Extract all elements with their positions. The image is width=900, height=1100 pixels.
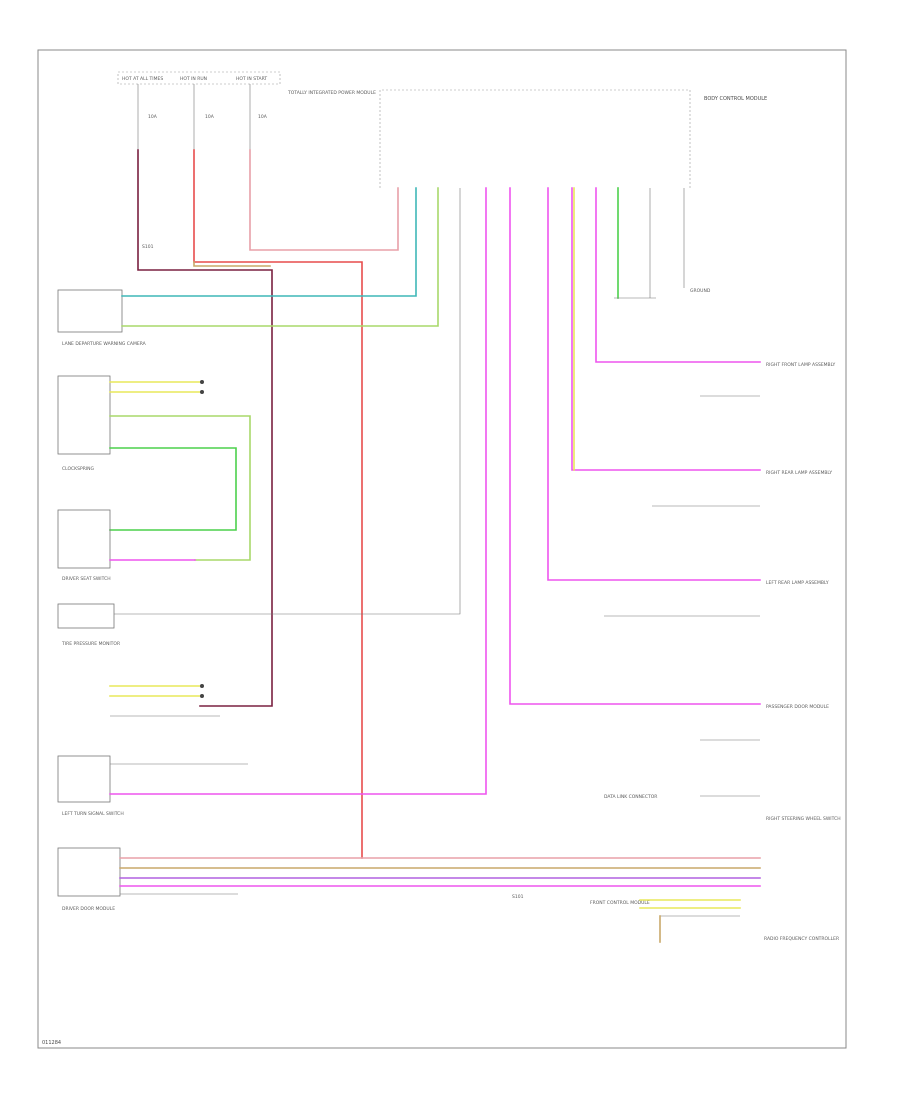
wire-magenta-lr (547, 187, 761, 581)
passenger-door-label: PASSENGER DOOR MODULE (766, 704, 829, 710)
diagram-frame (37, 49, 847, 1049)
wire-gray-tpm (114, 188, 461, 615)
left-turn-component: LEFT TURN SIGNAL SWITCH (57, 755, 124, 817)
left-rear-lamp-label: LEFT REAR LAMP ASSEMBLY (766, 580, 829, 586)
data-link-label: DATA LINK CONNECTOR (604, 794, 657, 800)
fuse-1-amp: 10A (148, 114, 158, 120)
wire-lgreen-can (121, 187, 439, 327)
seat-switch-box (57, 509, 111, 569)
lane-camera-box (57, 289, 123, 333)
connector-dot (200, 380, 204, 384)
seat-switch-label: DRIVER SEAT SWITCH (62, 576, 111, 582)
wire-magenta-rf (595, 187, 761, 363)
fuse-2-label: HOT IN RUN (180, 76, 207, 82)
fuse-2-amp: 10A (205, 114, 215, 120)
clockspring-label: CLOCKSPRING (62, 466, 95, 472)
connector-dot (200, 684, 204, 688)
left-turn-box (57, 755, 111, 803)
bcm-outline (379, 89, 691, 188)
wire-green-2 (109, 447, 237, 531)
radio-freq-label: RADIO FREQUENCY CONTROLLER (764, 936, 839, 942)
fuse-block: HOT AT ALL TIMES HOT IN RUN HOT IN START… (117, 71, 376, 150)
ground-label: GROUND (690, 288, 711, 294)
right-front-lamp-label: RIGHT FRONT LAMP ASSEMBLY (766, 362, 836, 368)
fuse-1-label: HOT AT ALL TIMES (122, 76, 163, 82)
fuse-box-outline (117, 71, 281, 85)
wire-magenta-rr (571, 187, 761, 471)
wire-green-1 (109, 415, 251, 561)
tipm-label: TOTALLY INTEGRATED POWER MODULE (287, 90, 376, 96)
driver-door-component: DRIVER DOOR MODULE (57, 847, 121, 912)
tire-pressure-box (57, 603, 115, 629)
wire-batt-dkred (137, 149, 273, 707)
clockspring-box (57, 375, 111, 455)
bcm-label: BODY CONTROL MODULE (704, 96, 767, 102)
driver-door-label: DRIVER DOOR MODULE (62, 906, 115, 912)
driver-seat-component: DRIVER SEAT SWITCH (57, 509, 111, 582)
lane-camera-label: LANE DEPARTURE WARNING CAMERA (62, 341, 147, 347)
fuse-3-label: HOT IN START (236, 76, 267, 82)
clockspring-component: CLOCKSPRING (57, 375, 111, 472)
lane-departure-component: LANE DEPARTURE WARNING CAMERA (57, 289, 147, 347)
right-steering-label: RIGHT STEERING WHEEL SWITCH (766, 816, 841, 822)
wire-teal-can (121, 187, 417, 297)
wire-magenta-pd (509, 187, 761, 705)
right-rear-lamp-label: RIGHT REAR LAMP ASSEMBLY (766, 470, 832, 476)
wire-ign-red (193, 149, 363, 859)
splice-label-2: S101 (142, 244, 154, 250)
tire-pressure-component: TIRE PRESSURE MONITOR (57, 603, 120, 647)
driver-door-box (57, 847, 121, 897)
wire-tan (193, 261, 271, 267)
connector-dot (200, 390, 204, 394)
splice-label: S101 (512, 894, 524, 900)
wire-magenta-turn (109, 187, 487, 795)
connector-dot (200, 694, 204, 698)
fuse-3-amp: 10A (258, 114, 268, 120)
body-control-module: BODY CONTROL MODULE (379, 89, 767, 188)
page-code: 011284 (42, 1040, 61, 1046)
front-control-label: FRONT CONTROL MODULE (590, 900, 650, 906)
wire-start-pink (249, 149, 399, 251)
left-turn-label: LEFT TURN SIGNAL SWITCH (62, 811, 124, 817)
tire-pressure-label: TIRE PRESSURE MONITOR (61, 641, 120, 647)
